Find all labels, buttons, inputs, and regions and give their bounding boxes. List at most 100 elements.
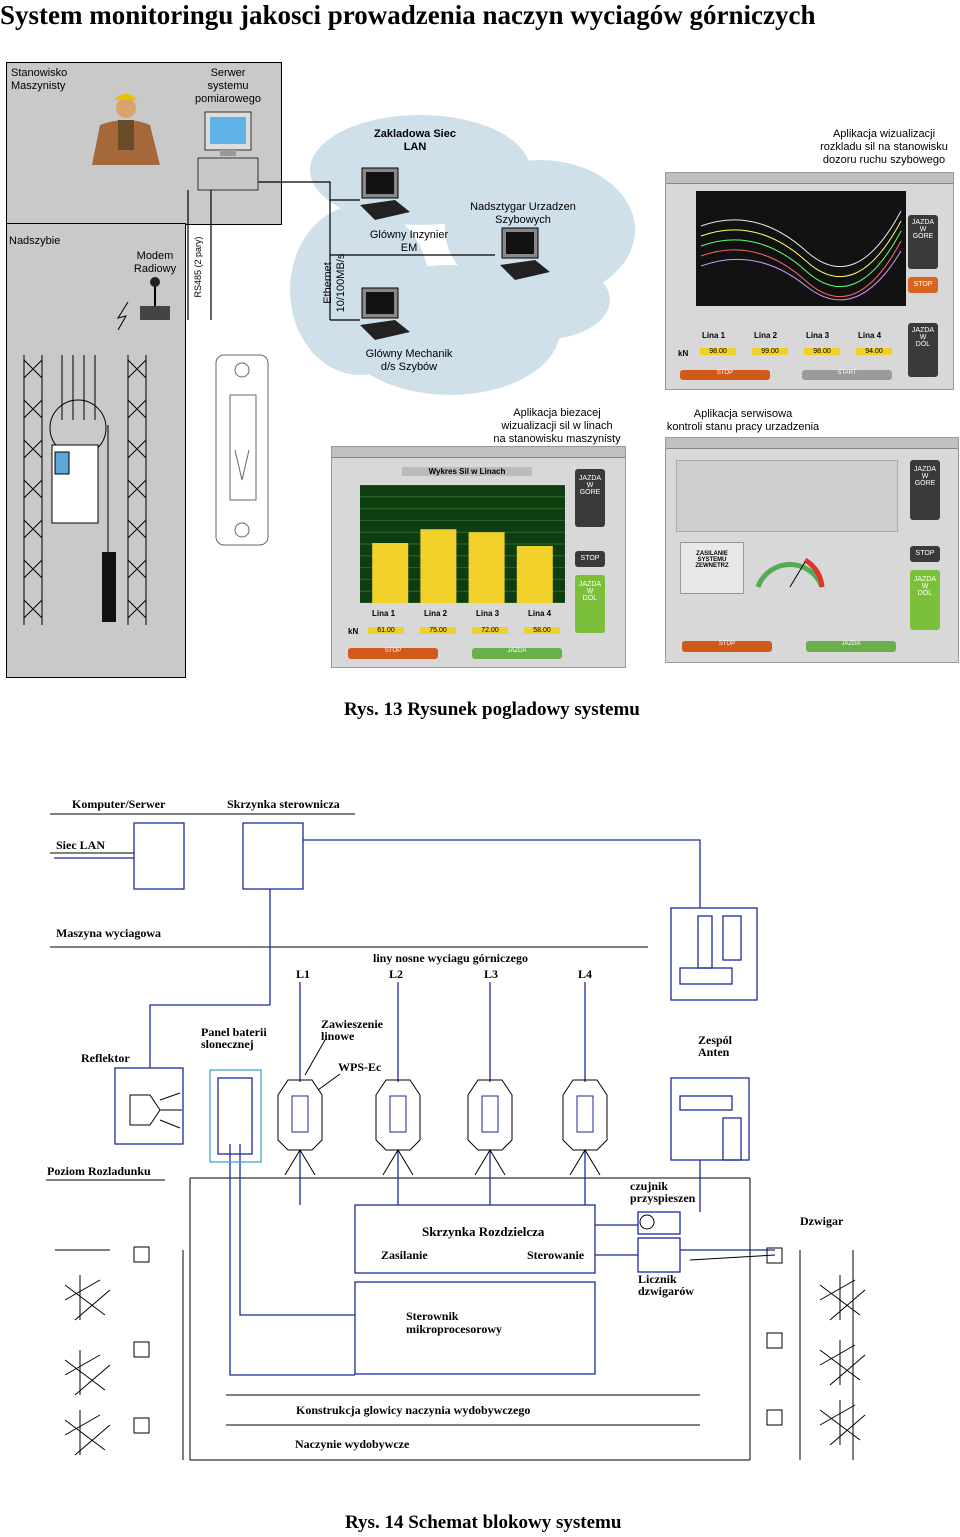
counterweight <box>102 552 116 622</box>
label-serwer: Serwer systemu pomiarowego <box>194 67 262 105</box>
top-value-3: 98.00 <box>804 348 840 355</box>
sensor-drawing <box>215 354 269 546</box>
label-skrzynka-ster: Skrzynka sterownicza <box>227 797 340 811</box>
label-app-top: Aplikacja wizualizacji rozkladu sil na s… <box>820 128 948 166</box>
bar-1 <box>372 543 409 603</box>
service-gauge <box>750 542 830 592</box>
bar-chart-area <box>360 485 565 603</box>
label-wps: WPS-Ec <box>338 1060 382 1074</box>
app-service-window: ZASILANIE SYSTEMU ZEWNETRZ JAZDA W GÓRE … <box>665 437 959 663</box>
fig13-drawing <box>23 94 635 625</box>
label-nadsztygar: Nadsztygar Urzadzen Szybowych <box>470 201 576 226</box>
label-naczynie: Naczynie wydobywcze <box>295 1437 410 1451</box>
label-stanowisko: Stanowisko Maszynisty <box>11 67 68 92</box>
label-reflektor: Reflektor <box>81 1051 130 1065</box>
service-settings-panel <box>676 460 898 532</box>
service-stop[interactable]: STOP <box>910 546 940 562</box>
bar-2 <box>420 529 457 603</box>
label-liny: liny nosne wyciagu górniczego <box>373 951 528 965</box>
crosses-left <box>23 359 147 619</box>
top-jazda-gora[interactable]: JAZDA W GÓRE <box>908 215 938 269</box>
wps-sensors <box>291 1095 594 1133</box>
bar-line-1: Lina 1 <box>372 609 396 618</box>
top-line-4: Lina 4 <box>858 331 882 340</box>
solar-panel-box <box>209 1069 262 1163</box>
bar-unit: kN <box>348 627 359 636</box>
fig13-caption: Rys. 13 Rysunek pogladowy systemu <box>344 699 640 720</box>
line-chart-area <box>696 191 906 306</box>
service-btn-1[interactable]: STOP <box>682 641 772 652</box>
label-modem: Modem Radiowy <box>133 250 177 275</box>
label-l3: L3 <box>484 967 499 981</box>
app-service-tabs <box>666 438 958 449</box>
bar-line-2: Lina 2 <box>424 609 448 618</box>
label-mechanik: Glówny Mechanik d/s Szybów <box>365 348 453 373</box>
bar-stop[interactable]: STOP <box>575 551 605 567</box>
bar-jazda-gora[interactable]: JAZDA W GÓRE <box>575 469 605 527</box>
bar-3 <box>468 532 505 603</box>
top-btn-2[interactable]: START <box>802 370 892 380</box>
accelerometer-icon <box>639 1214 655 1230</box>
operator-figure <box>92 94 160 165</box>
bar-value-3: 72.00 <box>472 627 508 634</box>
bar-4 <box>516 545 553 603</box>
label-czujnik: czujnik przyspieszen <box>630 1179 696 1205</box>
label-l4: L4 <box>578 967 593 981</box>
top-value-2: 99.00 <box>752 348 788 355</box>
bar-line-4: Lina 4 <box>528 609 552 618</box>
bar-btn-2[interactable]: JAZDA <box>472 648 562 659</box>
top-jazda-dol[interactable]: JAZDA W DÓL <box>908 323 938 377</box>
label-zasilanie: Zasilanie <box>381 1248 428 1262</box>
service-zasilanie-box: ZASILANIE SYSTEMU ZEWNETRZ <box>680 542 744 594</box>
pc-icon-inzynier <box>360 167 410 220</box>
bar-line-3: Lina 3 <box>476 609 500 618</box>
shaft-hatching <box>64 1275 866 1456</box>
bar-jazda-dol[interactable]: JAZDA W DÓL <box>575 575 605 633</box>
top-stop[interactable]: STOP <box>908 277 938 293</box>
label-lan: Zakladowa Siec LAN <box>374 128 456 153</box>
top-btn-1[interactable]: STOP <box>680 370 770 380</box>
pc-icon-nadsztygar <box>500 227 550 280</box>
label-konstrukcja: Konstrukcja glowicy naczynia wydobywczeg… <box>296 1403 531 1417</box>
service-jazda-dol[interactable]: JAZDA W DÓL <box>910 570 940 630</box>
pc-icon-mechanik <box>360 287 410 340</box>
bar-chart-title: Wykres Sil w Linach <box>402 467 532 476</box>
label-l2: L2 <box>389 967 404 981</box>
bar-value-1: 61.00 <box>368 627 404 634</box>
label-app-right: Aplikacja serwisowa kontroli stanu pracy… <box>666 408 820 433</box>
app-bar-window: Wykres Sil w Linach JAZDA W GÓRE STOP JA… <box>331 446 626 668</box>
top-line-2: Lina 2 <box>754 331 778 340</box>
network-lines <box>187 181 495 321</box>
page-title: System monitoringu jakosci prowadzenia n… <box>0 0 816 30</box>
label-zawieszenie: Zawieszenie linowe <box>321 1017 383 1043</box>
service-zasilanie: ZASILANIE SYSTEMU ZEWNETRZ <box>695 551 729 569</box>
label-sterownik: Sterownik mikroprocesorowy <box>406 1309 502 1336</box>
top-value-4: 94.00 <box>856 348 892 355</box>
service-jazda-gora[interactable]: JAZDA W GÓRE <box>910 460 940 520</box>
app-top-window: JAZDA W GÓRE STOP JAZDA W DÓL kN Lina 1 … <box>665 172 954 390</box>
label-poziom: Poziom Rozladunku <box>47 1164 151 1178</box>
radio-modem-icon <box>116 277 170 331</box>
guide-squares <box>133 1246 783 1434</box>
label-maszyna: Maszyna wyciagowa <box>56 926 161 940</box>
reflector-icon <box>129 1092 182 1129</box>
bar-btn-1[interactable]: STOP <box>348 648 438 659</box>
service-btn-2[interactable]: JAZDA <box>806 641 896 652</box>
wps-clamps <box>277 1079 608 1176</box>
top-lines-row: Lina 1 Lina 2 Lina 3 Lina 4 98.00 99.00 … <box>696 331 906 361</box>
label-nadszybie: Nadszybie <box>9 235 61 247</box>
top-line-1: Lina 1 <box>702 331 726 340</box>
label-sterowanie: Sterowanie <box>527 1248 585 1262</box>
app-bar-tabs <box>332 447 625 458</box>
top-line-3: Lina 3 <box>806 331 830 340</box>
label-skrzynka-rozdz: Skrzynka Rozdzielcza <box>422 1224 545 1239</box>
label-panel: Panel baterii slonecznej <box>201 1025 267 1051</box>
shaft-drawing <box>23 355 147 625</box>
label-siec: Siec LAN <box>56 838 105 852</box>
bar-value-4: 58.00 <box>524 627 560 634</box>
label-dzwigar: Dzwigar <box>800 1214 844 1228</box>
fig14-caption: Rys. 14 Schemat blokowy systemu <box>345 1512 622 1533</box>
label-inzynier: Glówny Inzynier EM <box>369 229 449 254</box>
app-top-tabs <box>666 173 953 184</box>
